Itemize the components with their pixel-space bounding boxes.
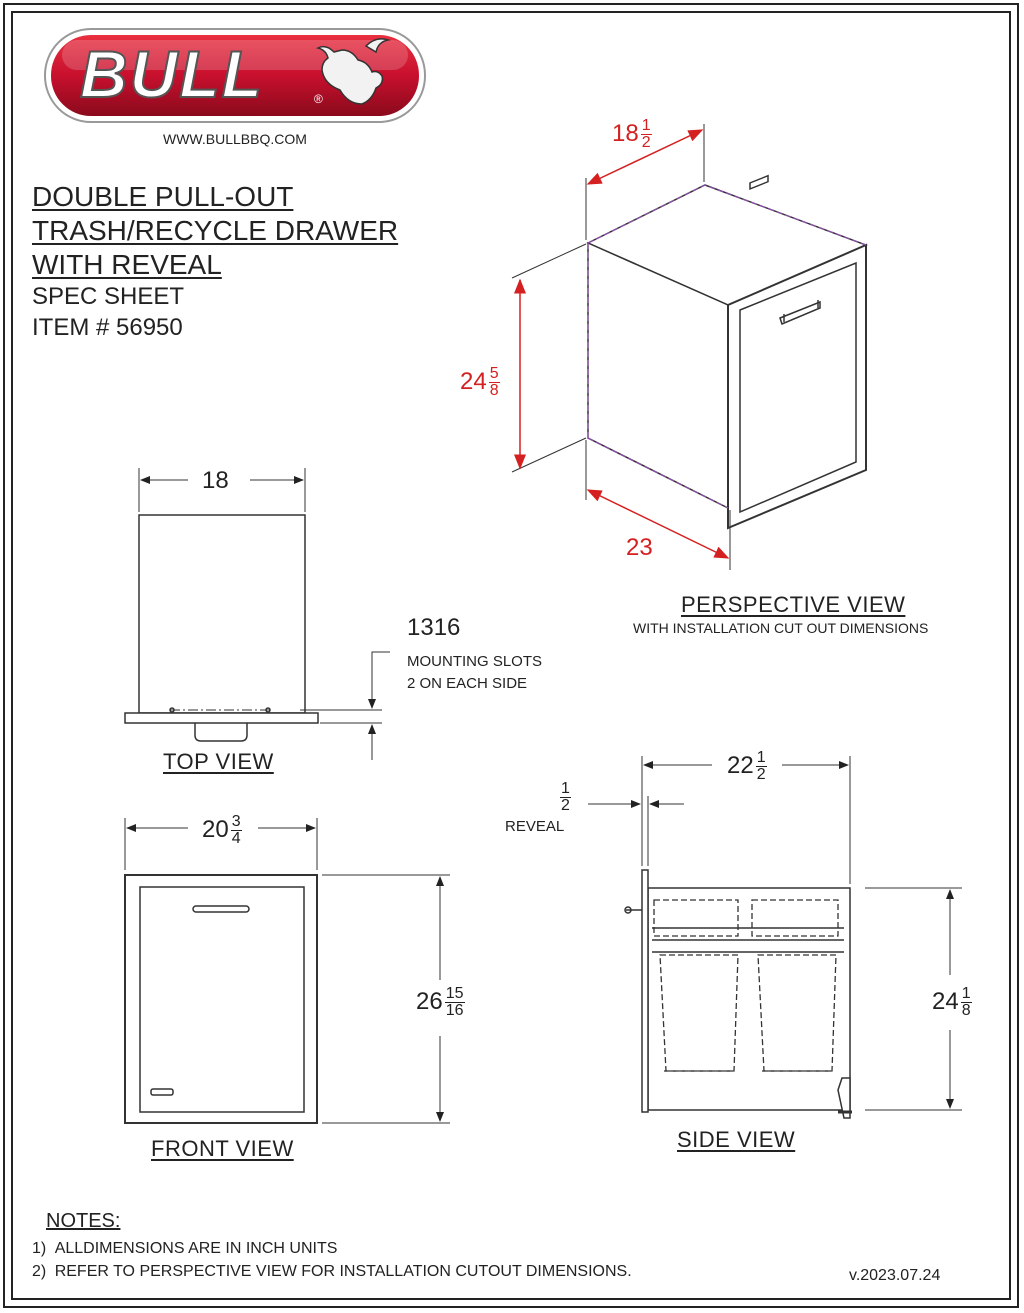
perspective-width-num: 1 xyxy=(640,117,652,135)
logo-wordmark: BULL xyxy=(79,36,264,112)
front-height-whole: 26 xyxy=(416,987,443,1015)
side-depth-den: 2 xyxy=(756,766,766,783)
note-1-text: ALLDIMENSIONS ARE IN INCH UNITS xyxy=(54,1240,338,1257)
perspective-dimensions xyxy=(511,124,731,570)
side-depth-num: 1 xyxy=(755,749,767,767)
perspective-depth-dim: 23 xyxy=(626,534,653,561)
notes-heading: NOTES: xyxy=(46,1210,121,1232)
front-height-num: 15 xyxy=(444,985,465,1003)
note-1-number: 1) xyxy=(32,1240,47,1257)
note-2-text: REFER TO PERSPECTIVE VIEW FOR INSTALLATI… xyxy=(54,1263,632,1280)
perspective-height-num: 5 xyxy=(488,365,500,383)
top-view-width-dim: 18 xyxy=(202,467,229,494)
website-url[interactable]: WWW.BULLBBQ.COM xyxy=(163,131,307,147)
front-width-whole: 20 xyxy=(202,815,229,843)
side-depth-whole: 22 xyxy=(727,751,754,779)
logo-badge xyxy=(44,28,426,123)
perspective-sublabel: WITH INSTALLATION CUT OUT DIMENSIONS xyxy=(633,620,929,636)
front-view-drawing xyxy=(124,818,450,1124)
perspective-width-whole: 18 xyxy=(612,119,639,147)
title-line-3: WITH REVEAL xyxy=(32,249,222,280)
reveal-num: 1 xyxy=(560,780,571,798)
front-width-num: 3 xyxy=(230,813,242,831)
side-view-label: SIDE VIEW xyxy=(677,1127,796,1152)
note-1: 1) ALLDIMENSIONS ARE IN INCH UNITS xyxy=(32,1240,337,1258)
perspective-height-whole: 24 xyxy=(460,367,487,395)
perspective-height-den: 8 xyxy=(489,382,499,399)
mounting-slots-note: MOUNTING SLOTS xyxy=(407,653,543,670)
side-height-whole: 24 xyxy=(932,987,959,1015)
top-view-label: TOP VIEW xyxy=(163,749,274,774)
item-number: ITEM # 56950 xyxy=(32,314,183,341)
front-view-label: FRONT VIEW xyxy=(151,1136,294,1161)
note-2-number: 2) xyxy=(32,1263,47,1280)
front-width-den: 4 xyxy=(231,830,241,847)
spec-sheet-label: SPEC SHEET xyxy=(32,283,185,310)
bull-logo: BULL ® xyxy=(44,28,426,123)
side-view-drawing xyxy=(588,756,962,1119)
reveal-label: REVEAL xyxy=(505,818,565,835)
title-line-2: TRASH/RECYCLE DRAWER xyxy=(32,215,399,246)
side-height-den: 8 xyxy=(961,1002,971,1019)
outer-border xyxy=(3,3,1019,1308)
reveal-den: 2 xyxy=(561,797,570,814)
note-2: 2) REFER TO PERSPECTIVE VIEW FOR INSTALL… xyxy=(32,1263,632,1281)
perspective-view-label: PERSPECTIVE VIEW xyxy=(681,592,906,617)
front-height-den: 16 xyxy=(445,1002,464,1019)
mounting-slots-note-2: 2 ON EACH SIDE xyxy=(407,675,528,692)
registered-mark: ® xyxy=(314,92,323,106)
inner-border xyxy=(11,11,1011,1300)
version-label: v.2023.07.24 xyxy=(849,1267,941,1284)
mounting-slot-dim: 1316 xyxy=(407,614,461,641)
title-line-1: DOUBLE PULL-OUT xyxy=(32,181,294,212)
side-height-num: 1 xyxy=(960,985,972,1003)
top-view-drawing xyxy=(124,468,390,760)
perspective-width-den: 2 xyxy=(641,134,651,151)
bull-icon xyxy=(315,38,391,105)
perspective-drawing xyxy=(586,174,869,530)
